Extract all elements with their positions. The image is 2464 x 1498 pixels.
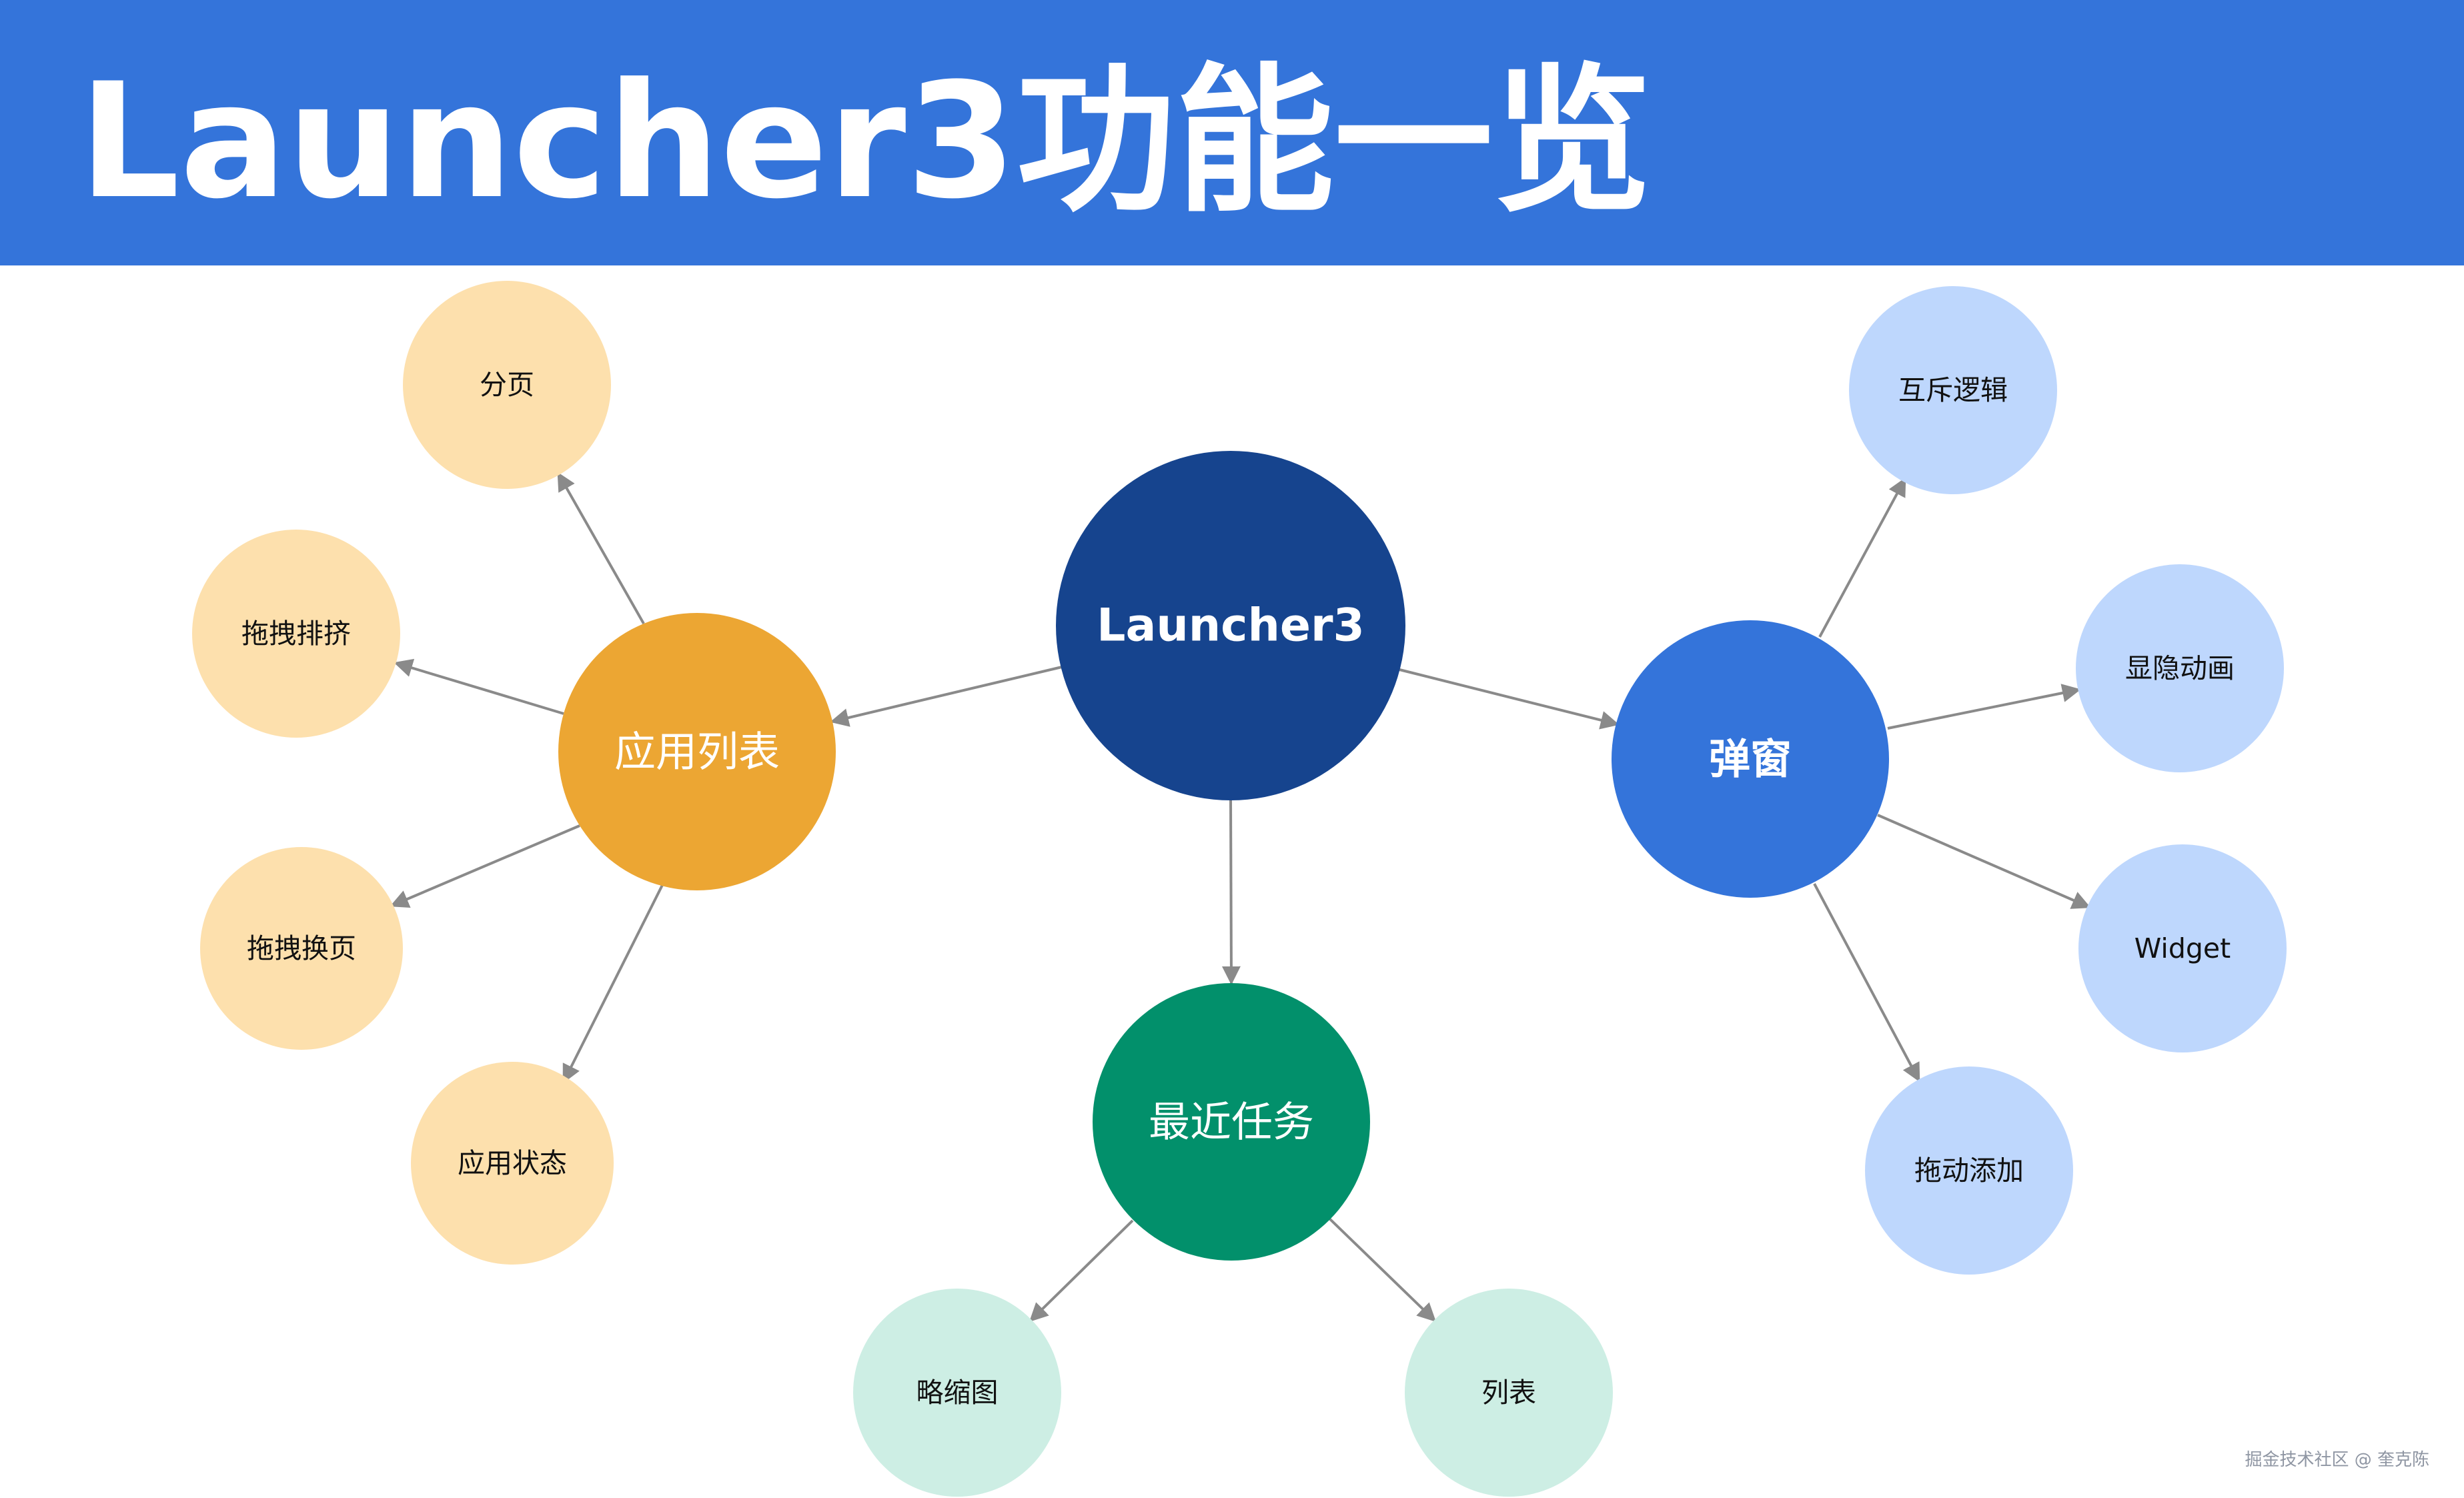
node-list: 列表 [1405,1289,1613,1497]
node-thumbnail: 略缩图 [853,1289,1061,1497]
node-center: Launcher3 [1056,451,1405,800]
node-center-label: Launcher3 [1097,600,1365,652]
edge-popup-anim [1887,684,2081,730]
node-app-list: 应用列表 [558,613,836,890]
watermark: 掘金技术社区 @ 奎克陈 [2245,1450,2429,1470]
edge-app-list-app-state [562,884,664,1084]
edge-app-list-paging [557,472,645,624]
node-mutex-logic-label: 互斥逻辑 [1898,374,2008,406]
node-show-hide-anim-label: 显隐动画 [2125,652,2235,684]
node-popup: 弹窗 [1612,620,1889,898]
edge-popup-drag-add [1813,883,1920,1082]
node-show-hide-anim: 显隐动画 [2076,564,2284,772]
node-app-state: 应用状态 [411,1062,614,1265]
node-list-label: 列表 [1481,1377,1536,1409]
node-drag-add: 拖动添加 [1865,1066,2073,1275]
edge-center-popup [1399,668,1620,730]
edge-app-list-drag-page [390,824,580,908]
edge-popup-mutex [1818,477,1906,638]
node-paging: 分页 [403,281,611,489]
node-app-state-label: 应用状态 [458,1147,567,1179]
node-drag-page: 拖拽换页 [200,847,403,1050]
node-recent-tasks: 最近任务 [1093,983,1370,1261]
edge-recent-thumbnail [1029,1219,1134,1322]
node-drag-reorder-label: 拖拽排挤 [241,618,351,650]
node-drag-reorder: 拖拽排挤 [192,530,400,738]
node-widget: Widget [2078,844,2287,1052]
edge-app-list-drag-reorder [394,658,564,715]
node-popup-label: 弹窗 [1709,735,1792,784]
page-title: Launcher3功能一览 [79,49,1652,234]
edges [390,472,2091,1322]
edge-popup-widget [1877,814,2091,909]
node-thumbnail-label: 略缩图 [916,1377,999,1409]
node-mutex-logic: 互斥逻辑 [1849,286,2057,494]
node-drag-add-label: 拖动添加 [1914,1155,2024,1187]
header-banner: Launcher3功能一览 [0,0,2464,265]
node-recent-tasks-label: 最近任务 [1149,1098,1314,1147]
node-widget-label: Widget [2134,932,2231,964]
node-drag-page-label: 拖拽换页 [247,932,356,964]
node-app-list-label: 应用列表 [614,728,780,776]
node-paging-label: 分页 [480,369,534,401]
edge-center-app-list [830,666,1063,727]
edge-recent-list [1328,1217,1437,1322]
